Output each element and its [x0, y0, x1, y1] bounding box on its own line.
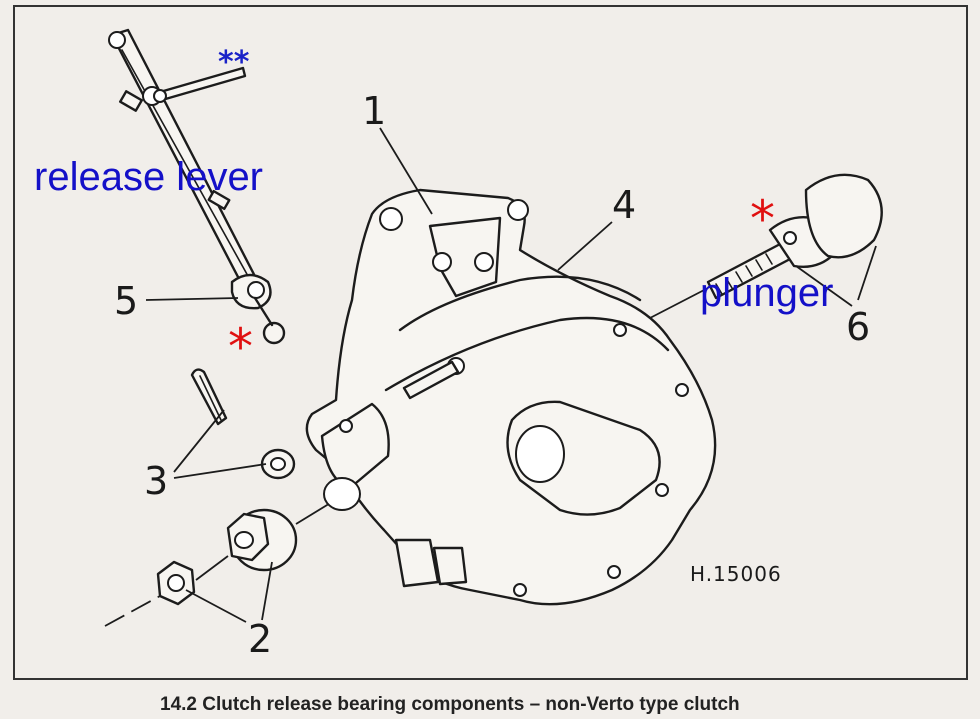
leader-5 — [145, 297, 239, 301]
leader-6 — [795, 245, 877, 307]
callout-3: 3 — [144, 459, 168, 503]
figure-frame — [13, 5, 968, 680]
plunger-part — [706, 173, 883, 300]
star-marker-plunger: * — [750, 190, 775, 248]
lock-nut-part — [156, 560, 196, 606]
washer-part — [260, 448, 296, 480]
split-pin-part — [190, 368, 228, 426]
leader-4 — [557, 221, 613, 271]
clutch-housing-part — [305, 188, 717, 606]
leader-3 — [173, 409, 267, 479]
callout-2: 2 — [248, 617, 272, 661]
drawing-code: H.15006 — [690, 562, 782, 586]
leader-1 — [379, 127, 433, 215]
plunger-axis-line — [649, 287, 709, 319]
release-lever-part — [108, 28, 286, 345]
callout-6: 6 — [846, 305, 870, 349]
double-star-marker: ** — [218, 45, 250, 80]
pivot-pin-part — [153, 66, 247, 103]
leader-2 — [185, 561, 273, 623]
callout-4: 4 — [612, 183, 636, 227]
flanged-nut-part — [226, 508, 298, 572]
star-marker-lever: * — [228, 318, 253, 376]
release-lever-label: release lever — [34, 155, 263, 199]
callout-5: 5 — [114, 279, 138, 323]
callout-1: 1 — [362, 89, 386, 133]
figure-caption: 14.2 Clutch release bearing components –… — [160, 694, 740, 715]
plunger-label: plunger — [700, 271, 833, 315]
